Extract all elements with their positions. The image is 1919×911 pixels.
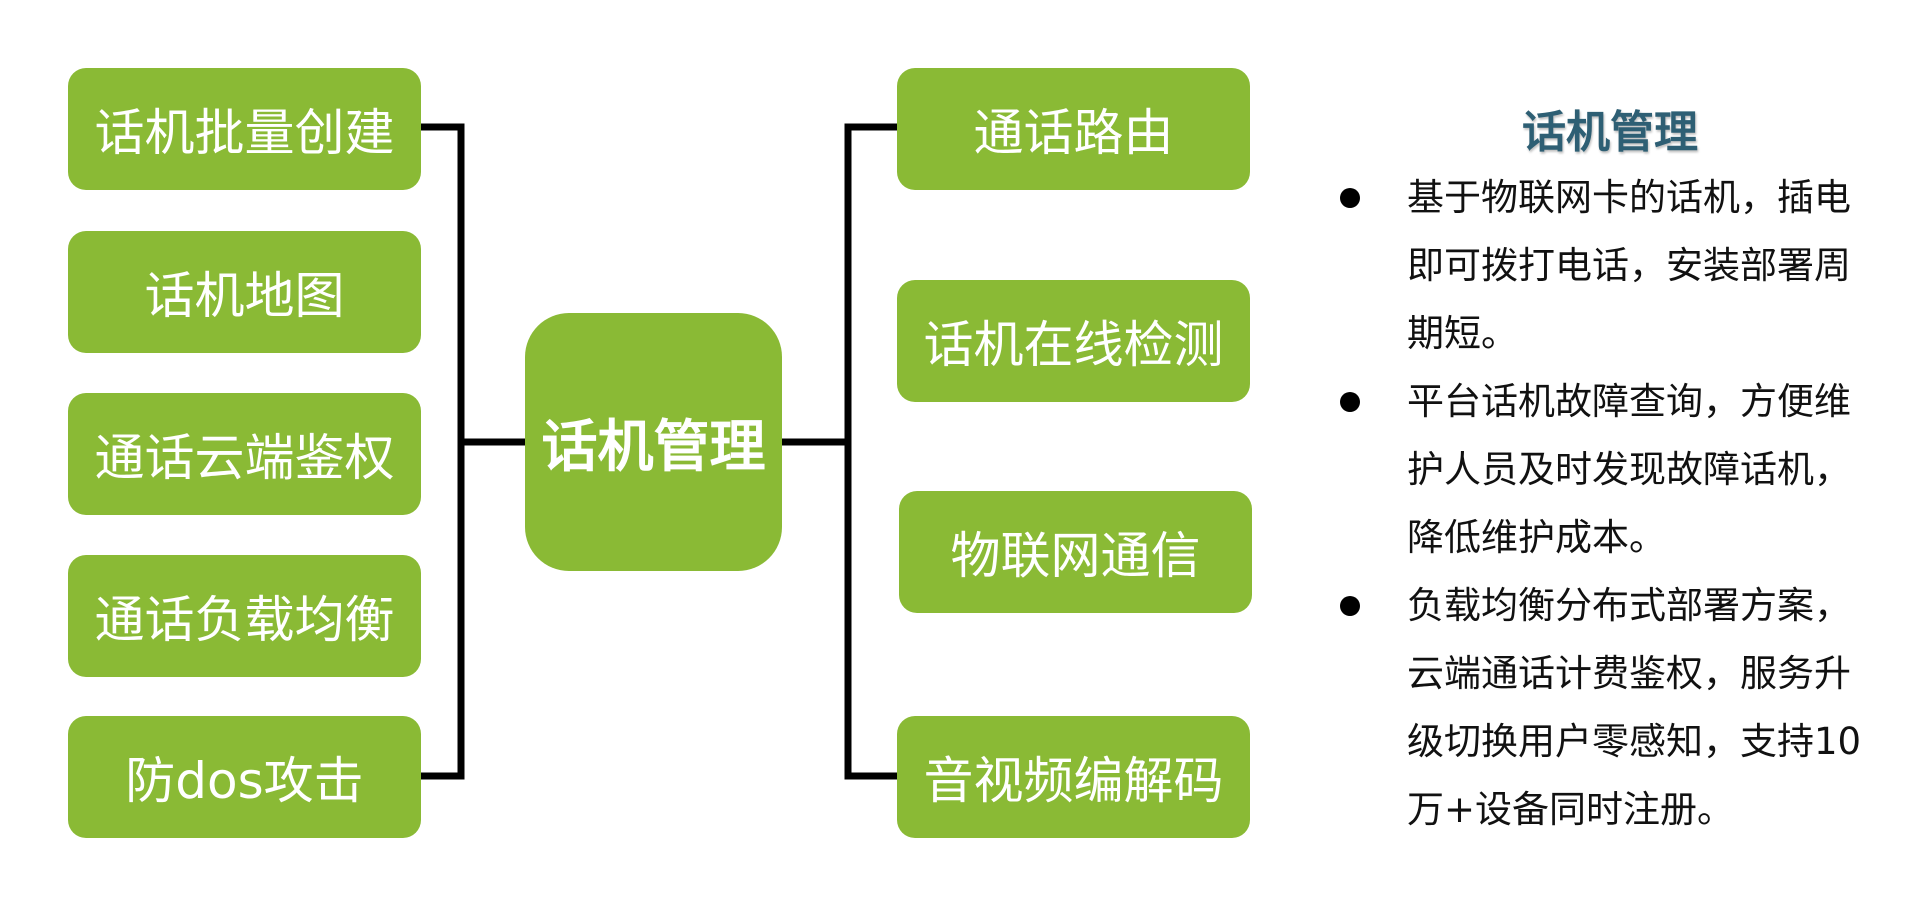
node-right-1: 话机在线检测: [897, 280, 1250, 402]
node-right-2: 物联网通信: [899, 491, 1252, 613]
bullet-text-1: 平台话机故障查询，方便维护人员及时发现故障话机，降低维护成本。: [1407, 380, 1851, 559]
bullet-list: 基于物联网卡的话机，插电即可拨打电话，安装部署周期短。 平台话机故障查询，方便维…: [1340, 164, 1900, 844]
node-left-1: 话机地图: [68, 231, 421, 353]
node-left-2: 通话云端鉴权: [68, 393, 421, 515]
node-center: 话机管理: [525, 313, 782, 571]
node-right-0: 通话路由: [897, 68, 1250, 190]
bullet-dot-icon: [1340, 188, 1360, 208]
bullet-dot-icon: [1340, 596, 1360, 616]
bullet-item-0: 基于物联网卡的话机，插电即可拨打电话，安装部署周期短。: [1340, 164, 1867, 368]
bullet-text-0: 基于物联网卡的话机，插电即可拨打电话，安装部署周期短。: [1407, 176, 1851, 355]
bullet-text-2: 负载均衡分布式部署方案，云端通话计费鉴权，服务升级切换用户零感知，支持10万+设…: [1407, 584, 1862, 831]
sidebar-title: 话机管理: [1522, 107, 1698, 158]
node-left-4: 防dos攻击: [68, 716, 421, 838]
node-left-3: 通话负载均衡: [68, 555, 421, 677]
bullet-dot-icon: [1340, 392, 1360, 412]
bullet-item-2: 负载均衡分布式部署方案，云端通话计费鉴权，服务升级切换用户零感知，支持10万+设…: [1340, 572, 1867, 844]
bullet-item-1: 平台话机故障查询，方便维护人员及时发现故障话机，降低维护成本。: [1340, 368, 1867, 572]
node-left-0: 话机批量创建: [68, 68, 421, 190]
node-right-3: 音视频编解码: [897, 716, 1250, 838]
